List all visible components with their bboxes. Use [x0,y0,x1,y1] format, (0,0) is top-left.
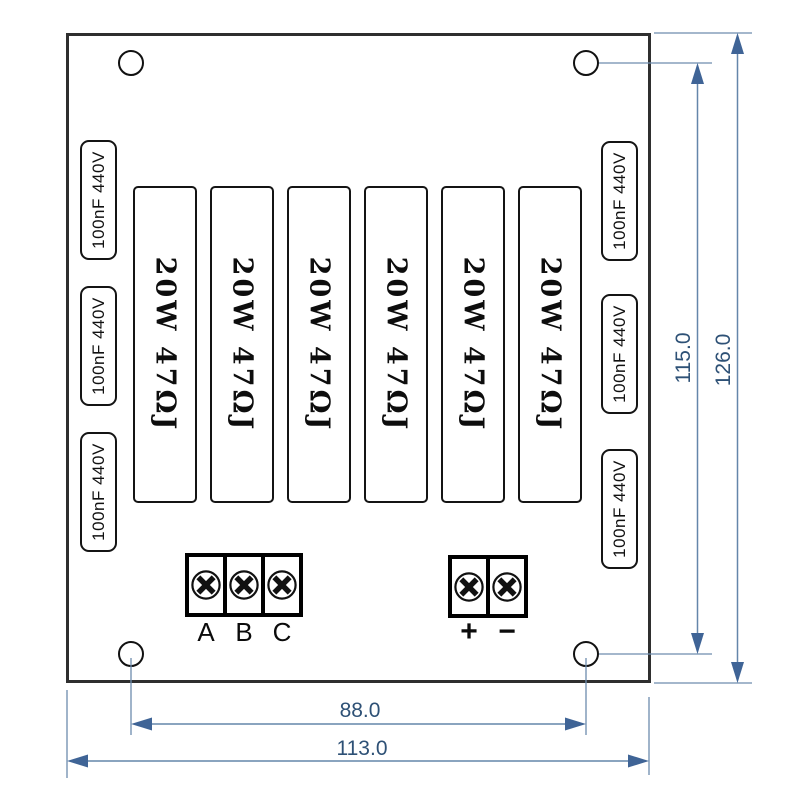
terminal-label-b: B [235,617,253,647]
arrow-up-icon [731,33,744,54]
dimension-outer-height: 126.0 [712,33,744,683]
terminal-block-abc [185,553,303,617]
screw-terminal-icon [229,570,259,600]
arrow-up-icon [691,63,704,84]
resistor-label: 20W 47ΩJ [457,256,489,433]
resistor-label: 20W 47ΩJ [149,256,181,433]
dimension-value-outer-width: 113.0 [337,737,388,760]
dimension-value-inner-width: 88.0 [340,699,381,722]
screw-terminal-icon [454,571,484,602]
capacitor: 100nF 440V [80,140,117,260]
dimension-value-inner-height: 115.0 [672,333,695,384]
terminal-plus [452,559,486,614]
mounting-hole-bottom-right [573,641,599,667]
power-resistor: 20W 47ΩJ [133,186,197,503]
power-resistor: 20W 47ΩJ [518,186,582,503]
capacitor-label: 100nF 440V [88,151,108,249]
power-resistor: 20W 47ΩJ [210,186,274,503]
resistor-label: 20W 47ΩJ [303,256,335,433]
terminal-label-a: A [197,617,215,647]
terminal-block-dc [448,555,528,618]
capacitor: 100nF 440V [601,294,638,414]
capacitor-label: 100nF 440V [609,460,629,558]
terminal-label-plus: + [460,615,478,648]
mounting-hole-bottom-left [118,641,144,667]
dimension-inner-width: 88.0 [131,699,586,731]
dimension-inner-height: 115.0 [672,63,704,654]
terminal-c [265,557,299,613]
dimension-value-outer-height: 126.0 [712,334,735,387]
capacitor: 100nF 440V [80,286,117,406]
arrow-left-icon [67,754,88,768]
power-resistor: 20W 47ΩJ [364,186,428,503]
capacitor-label: 100nF 440V [609,152,629,250]
terminal-b [227,557,261,613]
arrow-down-icon [691,633,704,654]
terminal-label-c: C [272,617,292,647]
mounting-hole-top-right [573,50,599,76]
resistor-label: 20W 47ΩJ [534,256,566,433]
arrow-left-icon [131,717,152,731]
arrow-right-icon [628,754,649,768]
screw-terminal-icon [492,571,522,602]
capacitor-label: 100nF 440V [609,305,629,403]
resistor-label: 20W 47ΩJ [226,256,258,433]
arrow-down-icon [731,662,744,683]
terminal-label-minus: − [498,615,516,648]
terminal-minus [490,559,524,614]
resistor-label: 20W 47ΩJ [380,256,412,433]
terminal-a [189,557,223,613]
capacitor: 100nF 440V [601,141,638,261]
power-resistor: 20W 47ΩJ [287,186,351,503]
capacitor-label: 100nF 440V [88,297,108,395]
capacitor: 100nF 440V [80,432,117,552]
capacitor-label: 100nF 440V [88,443,108,541]
dimension-outer-width: 113.0 [67,737,649,768]
arrow-right-icon [565,717,586,731]
screw-terminal-icon [267,570,297,600]
capacitor: 100nF 440V [601,449,638,569]
screw-terminal-icon [191,570,221,600]
mounting-hole-top-left [118,50,144,76]
power-resistor: 20W 47ΩJ [441,186,505,503]
